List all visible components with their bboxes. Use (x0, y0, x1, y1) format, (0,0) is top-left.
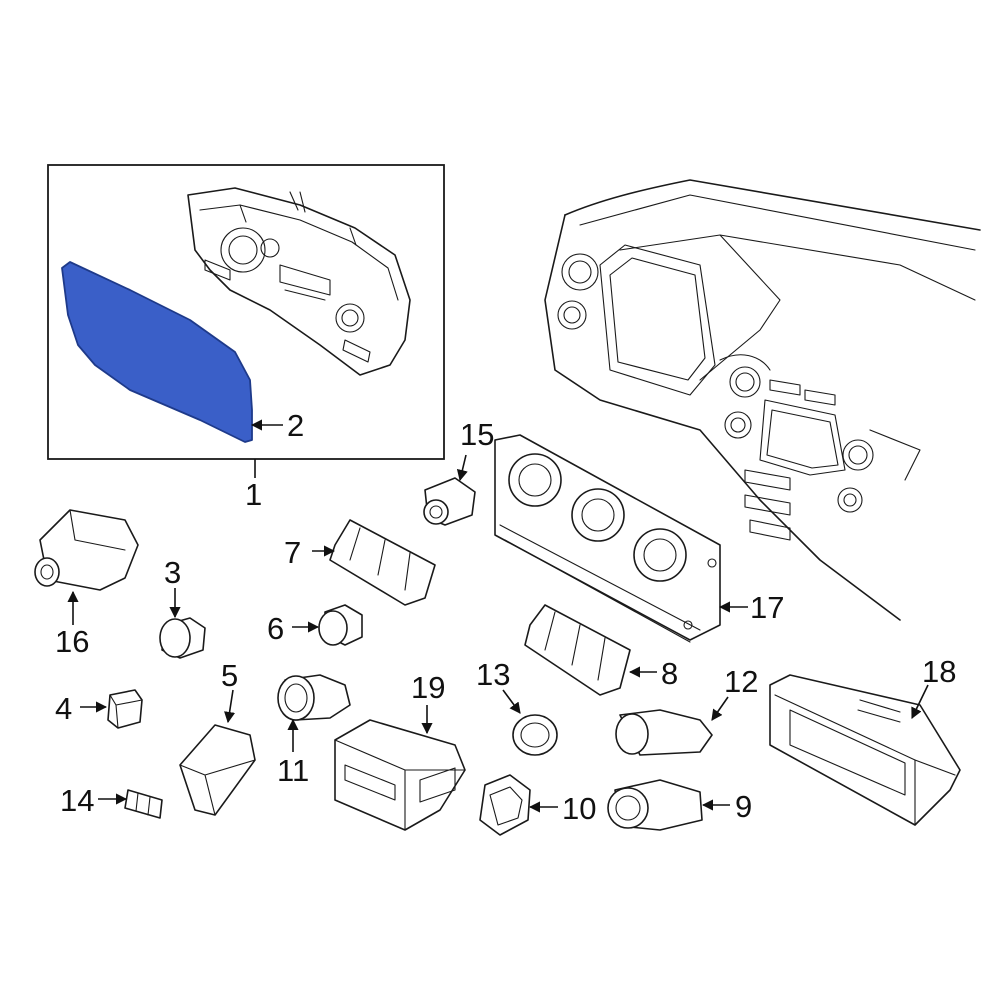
part-18 (769, 674, 961, 826)
part-16 (34, 509, 139, 591)
dashboard-outline (544, 179, 981, 621)
part-12 (615, 709, 713, 756)
part-9 (607, 779, 703, 831)
callout-12: 12 (724, 664, 758, 699)
part-14 (124, 789, 163, 819)
callout-8: 8 (661, 656, 678, 691)
part-5 (179, 724, 256, 816)
callout-17: 17 (750, 590, 784, 625)
callout-5: 5 (221, 658, 238, 693)
part-15 (423, 477, 476, 526)
part-4 (107, 689, 143, 729)
callout-10: 10 (562, 791, 596, 826)
callout-7: 7 (284, 535, 301, 570)
part-13 (512, 714, 558, 756)
callout-6: 6 (267, 611, 284, 646)
callout-16: 16 (55, 624, 89, 659)
part-19 (334, 719, 466, 831)
callout-19: 19 (411, 670, 445, 705)
callout-3: 3 (164, 555, 181, 590)
callout-11: 11 (277, 753, 309, 788)
part-3 (159, 617, 206, 659)
callout-9: 9 (735, 789, 752, 824)
part-7 (329, 519, 436, 606)
callout-18: 18 (922, 654, 956, 689)
callout-13: 13 (476, 657, 510, 692)
callout-2: 2 (287, 408, 304, 443)
assembly-box (47, 164, 445, 460)
callout-1: 1 (245, 477, 262, 512)
callout-labels: 1 2 15 7 17 16 3 6 8 5 4 13 12 19 18 11 … (55, 408, 956, 826)
leaders (67, 419, 929, 813)
part-10 (479, 774, 531, 836)
callout-15: 15 (460, 417, 494, 452)
cluster-lens-highlight (61, 261, 253, 443)
climate-control-17 (494, 434, 721, 643)
instrument-cluster (187, 187, 411, 376)
part-8 (524, 604, 631, 696)
callout-14: 14 (60, 783, 94, 818)
part-11 (277, 674, 351, 721)
part-6 (318, 604, 363, 646)
callout-4: 4 (55, 691, 72, 726)
